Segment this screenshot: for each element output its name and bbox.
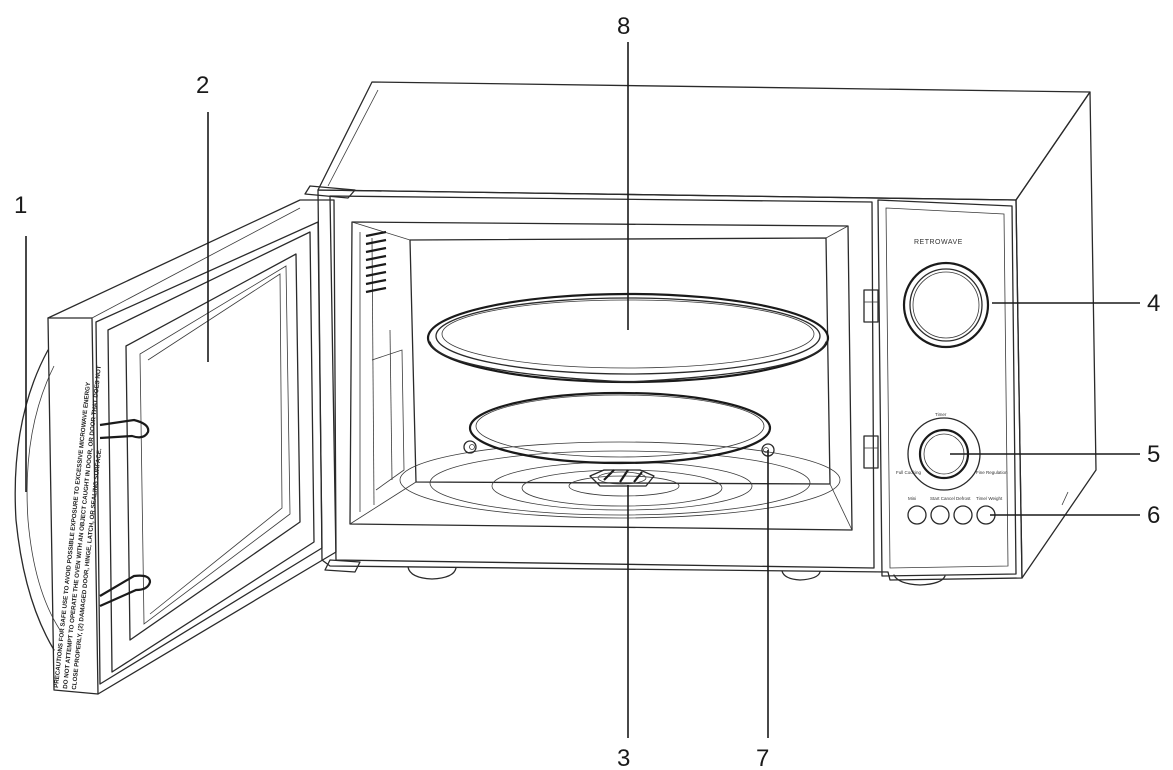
door: PRECAUTIONS FOR SAFE USE TO AVOID POSSIB… xyxy=(14,199,337,695)
callout-labels: 1 2 3 4 5 6 7 8 xyxy=(14,13,1160,770)
callout-3: 3 xyxy=(617,745,630,770)
button-3[interactable] xyxy=(953,505,973,525)
leader-lines xyxy=(25,42,1140,738)
dial-right-label: Fine Regulation xyxy=(976,470,1008,475)
button-label-3: Defrost xyxy=(956,496,971,501)
coupler xyxy=(589,469,655,487)
button-row: Mini Start Cancel Defrost Time/ Weight xyxy=(907,496,1003,525)
cavity-floor xyxy=(399,441,841,519)
button-2[interactable] xyxy=(930,505,950,525)
callout-1: 1 xyxy=(14,192,27,219)
callout-4: 4 xyxy=(1147,290,1160,317)
dial-timer-label: Timer xyxy=(935,412,947,417)
door-window xyxy=(125,253,301,641)
dial-left-label: Full Cooking xyxy=(896,470,922,475)
callout-2: 2 xyxy=(196,72,209,99)
feet xyxy=(407,566,946,586)
cavity-vent xyxy=(365,230,387,294)
button-label-2: Start Cancel xyxy=(930,496,955,501)
brand-label: RETROWAVE xyxy=(914,239,963,246)
door-latch-top xyxy=(99,418,150,440)
door-warning-label: PRECAUTIONS FOR SAFE USE TO AVOID POSSIB… xyxy=(53,365,103,690)
roller-ring xyxy=(463,391,775,465)
callout-6: 6 xyxy=(1147,502,1160,529)
door-interlock xyxy=(863,289,879,469)
oven-cavity xyxy=(349,221,853,531)
callout-7: 7 xyxy=(756,745,769,770)
power-knob[interactable] xyxy=(902,261,990,349)
button-label-4: Time/ Weight xyxy=(976,496,1003,501)
callout-8: 8 xyxy=(617,13,630,40)
button-1[interactable] xyxy=(907,505,927,525)
control-panel: RETROWAVE Timer Full Cooking Fine Regula… xyxy=(877,199,1017,577)
button-label-1: Mini xyxy=(908,496,916,501)
callout-5: 5 xyxy=(1147,441,1160,468)
door-latch-bottom xyxy=(99,574,152,608)
